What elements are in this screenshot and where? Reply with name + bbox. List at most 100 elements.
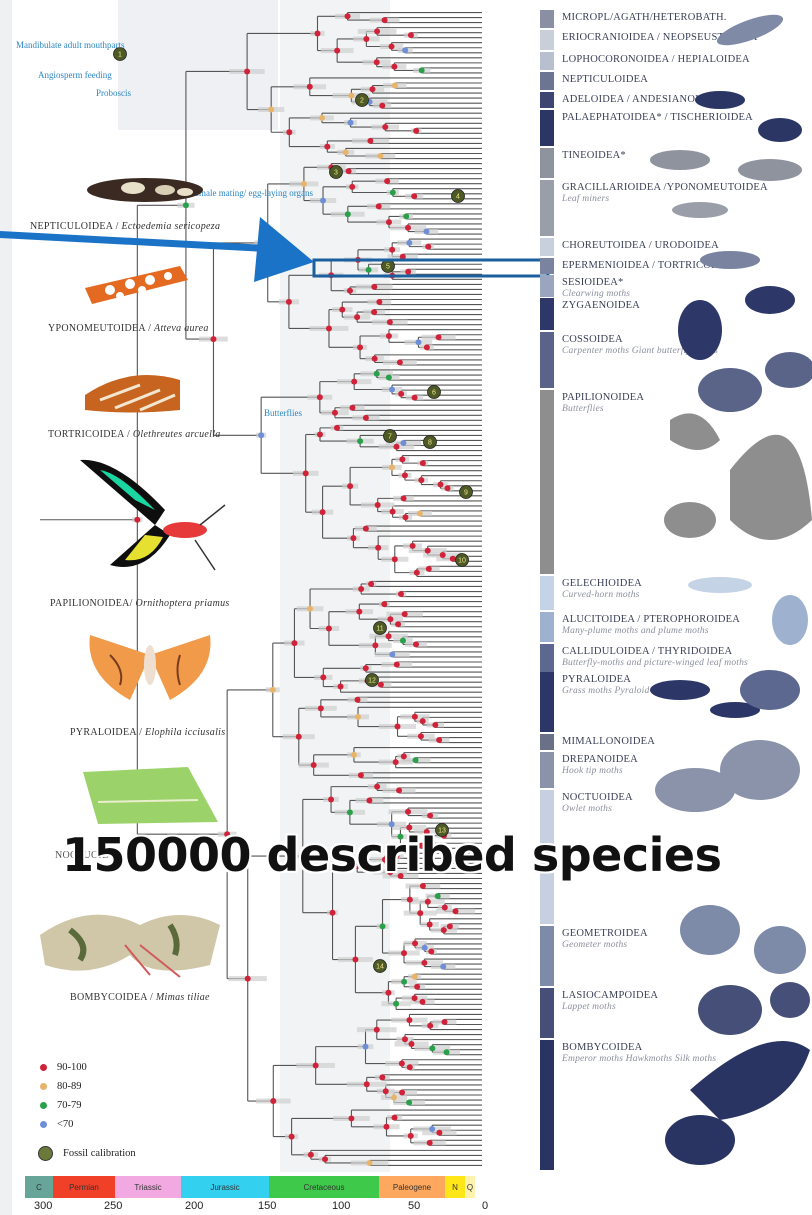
- support-node: [270, 687, 276, 693]
- support-node: [347, 809, 353, 815]
- support-node: [391, 1095, 397, 1101]
- support-node: [314, 30, 320, 36]
- support-node: [245, 976, 251, 982]
- fossil-calibration-6: 6: [428, 386, 441, 399]
- support-node: [444, 1049, 450, 1055]
- support-node: [383, 1124, 389, 1130]
- support-node: [399, 1089, 405, 1095]
- svg-text:7: 7: [388, 434, 392, 441]
- support-node: [363, 36, 369, 42]
- support-node: [355, 714, 361, 720]
- support-node: [429, 1126, 435, 1132]
- support-node: [369, 86, 375, 92]
- clade-common-name: Clearwing moths: [562, 289, 630, 299]
- support-node: [436, 1130, 442, 1136]
- svg-text:10: 10: [458, 558, 466, 565]
- period-c: C: [25, 1176, 53, 1198]
- support-node: [334, 48, 340, 54]
- support-node: [399, 1061, 405, 1067]
- moth-illustration-olethreutes: [80, 360, 190, 420]
- clade-label-6: TINEOIDEA*: [562, 150, 626, 161]
- support-node: [413, 757, 419, 763]
- clade-band-13: [540, 390, 554, 574]
- support-node: [368, 581, 374, 587]
- support-node: [320, 509, 326, 515]
- support-node: [419, 67, 425, 73]
- clade-name: SESIOIDEA*: [562, 277, 624, 288]
- support-node: [417, 910, 423, 916]
- clade-band-3: [540, 72, 554, 90]
- clade-label-14: GELECHIOIDEACurved-horn moths: [562, 578, 642, 600]
- clade-common-name: Hook tip moths: [562, 766, 638, 776]
- support-node: [343, 149, 349, 155]
- period-cretaceous: Cretaceous: [269, 1176, 379, 1198]
- support-node: [438, 482, 444, 488]
- support-node: [415, 339, 421, 345]
- support-node: [303, 470, 309, 476]
- support-node: [354, 697, 360, 703]
- legend-dot-lt70: [40, 1121, 47, 1128]
- support-node: [395, 621, 401, 627]
- support-node: [421, 960, 427, 966]
- support-node: [375, 502, 381, 508]
- clade-name: BOMBYCOIDEA: [562, 1042, 642, 1053]
- clade-band-10: [540, 275, 554, 297]
- support-node: [313, 1062, 319, 1068]
- support-node: [402, 472, 408, 478]
- specimen-caption-3: TORTRICOIDEA / Olethreutes arcuella: [48, 429, 221, 440]
- support-node: [401, 950, 407, 956]
- support-node: [418, 477, 424, 483]
- support-node: [382, 124, 388, 130]
- support-node: [407, 897, 413, 903]
- clade-band-6: [540, 148, 554, 178]
- support-node: [408, 32, 414, 38]
- support-node: [427, 921, 433, 927]
- clade-band-0: [540, 10, 554, 28]
- support-node: [328, 796, 334, 802]
- support-node: [442, 1019, 448, 1025]
- support-node: [387, 319, 393, 325]
- support-node: [389, 651, 395, 657]
- support-node: [425, 548, 431, 554]
- support-node: [349, 184, 355, 190]
- support-node: [386, 333, 392, 339]
- support-node: [427, 1023, 433, 1029]
- support-node: [390, 509, 396, 515]
- clade-band-11: [540, 298, 554, 330]
- support-node: [399, 456, 405, 462]
- support-node: [381, 601, 387, 607]
- tick-label-250: 250: [104, 1200, 122, 1212]
- support-node: [442, 904, 448, 910]
- fossil-calibration-icon: [38, 1146, 53, 1161]
- support-node: [400, 638, 406, 644]
- moth-illustration-atteva: [80, 258, 190, 308]
- clade-band-9: [540, 258, 554, 274]
- support-node: [318, 705, 324, 711]
- clade-common-name: Owlet moths: [562, 804, 633, 814]
- support-node: [385, 990, 391, 996]
- support-node: [420, 718, 426, 724]
- support-node: [447, 923, 453, 929]
- support-node: [393, 759, 399, 765]
- support-node: [387, 616, 393, 622]
- support-node: [339, 307, 345, 313]
- support-node: [418, 733, 424, 739]
- support-node: [414, 570, 420, 576]
- support-node: [405, 809, 411, 815]
- support-node: [307, 606, 313, 612]
- geologic-timescale: CPermianTriassicJurassicCretaceousPaleog…: [25, 1176, 493, 1198]
- svg-text:9: 9: [464, 490, 468, 497]
- specimen-caption-2: YPONOMEUTOIDEA / Atteva aurea: [48, 323, 209, 334]
- support-node: [367, 1160, 373, 1166]
- period-q: Q: [465, 1176, 475, 1198]
- support-node: [319, 115, 325, 121]
- legend-dot-90-100: [40, 1064, 47, 1071]
- support-node: [374, 1027, 380, 1033]
- fossil-calibration-14: 14: [374, 960, 387, 973]
- support-node: [400, 440, 406, 446]
- clade-band-22: [540, 988, 554, 1038]
- period-paleogene: Paleogene: [379, 1176, 445, 1198]
- support-node: [317, 431, 323, 437]
- support-node: [427, 813, 433, 819]
